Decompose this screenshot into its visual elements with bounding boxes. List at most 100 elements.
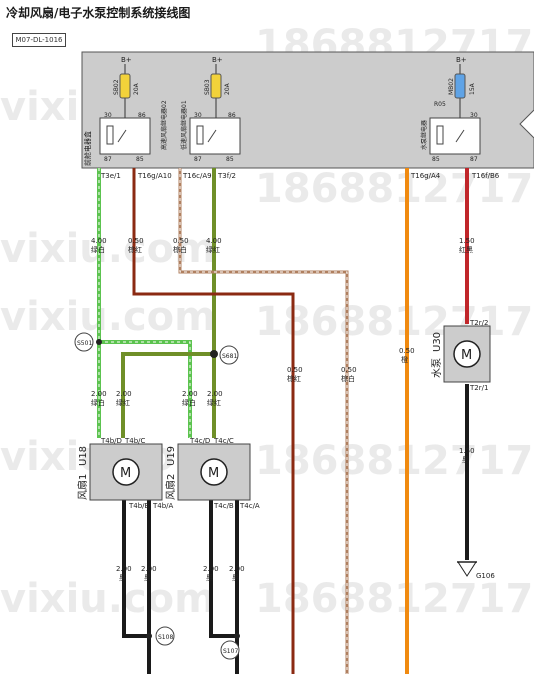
splice-s681: S681 <box>210 345 239 365</box>
wire-gauge: 2.00 <box>91 390 107 398</box>
relay-pin: 87 <box>470 156 478 163</box>
wire-gauge: 2.00 <box>229 565 245 573</box>
ground-symbol: G106 <box>457 561 495 580</box>
connector-label: T3e/1 <box>100 172 121 180</box>
watermark-phone: 18688127177 <box>255 576 534 622</box>
motor-pin: T4c/B <box>213 502 234 510</box>
fuse-rating: 15A <box>469 82 476 95</box>
wire-color: 绿红 <box>116 398 130 407</box>
motor-pin: T4b/A <box>152 502 174 510</box>
wire-color: 棕白 <box>173 245 187 254</box>
fuse-feed-label: B+ <box>121 56 132 64</box>
wire-color: 棕白 <box>341 374 355 383</box>
wire-gauge: 4.00 <box>91 237 107 245</box>
relay-pin: 87 <box>194 156 202 163</box>
splice-label: S501 <box>77 340 92 347</box>
relay-pin: 85 <box>432 156 440 163</box>
connector-label: T16c/A9 <box>182 172 212 180</box>
wire-color: 黑 <box>144 574 151 582</box>
wire-gauge: 0.50 <box>287 366 303 374</box>
motor-id: U30 <box>432 332 443 352</box>
splice-label: S108 <box>158 634 173 641</box>
relay-pin: 30 <box>104 112 112 119</box>
wire-green-red <box>121 168 216 438</box>
fuse-sb03: B+ SB03 20A <box>204 56 231 118</box>
fuse-mb02: B+ MB02 15A <box>448 56 476 118</box>
wire-gauge: 2.00 <box>182 390 198 398</box>
relay-name: 低速风扇继电器01 <box>180 100 188 150</box>
relay-pin: 85 <box>226 156 234 163</box>
document-code: M07-DL-1016 <box>12 33 66 47</box>
wire-gauge: 0.50 <box>173 237 189 245</box>
relay-name: 水泵继电器 <box>420 120 428 150</box>
splice-s107: S107 <box>220 633 240 660</box>
fuse-rating: 20A <box>133 82 140 95</box>
splice-s108: S108 <box>146 626 175 646</box>
connector-label: T16f/B6 <box>471 172 500 180</box>
relay-pin: 30 <box>470 112 478 119</box>
wire-gauge: 2.00 <box>141 565 157 573</box>
splice-s501: S501 <box>74 332 102 352</box>
wire-color: 绿白 <box>182 398 196 407</box>
watermark-phone: 18688127177 <box>255 299 534 345</box>
wire-gauge: 0.50 <box>399 347 415 355</box>
relay-high-speed-fan: 30 86 87 85 高速风扇继电器02 <box>99 100 168 163</box>
relay-low-speed-fan: 30 86 87 85 低速风扇继电器01 <box>180 100 241 163</box>
motor-symbol: M <box>461 348 472 363</box>
wire-gauge: 2.00 <box>203 565 219 573</box>
motor-name: 风扇2 <box>164 474 177 500</box>
wire-gauge: 2.00 <box>116 565 132 573</box>
relay-pin: 86 <box>138 112 146 119</box>
fuse-id: MB02 <box>448 78 455 95</box>
relay-id: R05 <box>434 101 446 108</box>
fuse-feed-label: B+ <box>212 56 223 64</box>
relay-pin: 87 <box>104 156 112 163</box>
wire-color: 黑 <box>206 574 213 582</box>
motor-id: U18 <box>78 446 89 466</box>
connector-label: T16g/A4 <box>410 172 441 180</box>
wire-gauge: 0.50 <box>341 366 357 374</box>
wire-color: 绿白 <box>91 245 105 254</box>
motor-name: 水泵 <box>431 358 443 378</box>
water-pump-motor: T2r/2 T2r/1 M U30 水泵 <box>431 319 491 392</box>
connector-labels: T3e/1 T16g/A10 T16c/A9 T3f/2 T16g/A4 T16… <box>100 172 500 180</box>
wire-color: 绿红 <box>207 398 221 407</box>
wire-color: 绿白 <box>91 398 105 407</box>
wire-brown-white <box>178 168 349 674</box>
wire-gauge: 4.00 <box>206 237 222 245</box>
wire-color: 橙 <box>401 355 408 364</box>
motor-symbol: M <box>120 466 131 481</box>
motor-pin: T2r/1 <box>469 384 488 392</box>
motor-pin: T4b/D <box>100 437 122 445</box>
wire-gauge: 1.50 <box>459 447 475 455</box>
fan2-motor: T4c/D T4c/C T4c/B T4c/A M U19 风扇2 <box>164 437 260 510</box>
wire-color: 棕红 <box>128 245 142 254</box>
watermark-phone: 18688127177 <box>255 166 534 212</box>
wire-gauge: 2.00 <box>116 390 132 398</box>
wire-gauge: 2.00 <box>207 390 223 398</box>
wire-gauge: 0.50 <box>128 237 144 245</box>
fan1-motor: T4b/D T4b/C T4b/B T4b/A M U18 风扇1 <box>76 437 174 510</box>
relay-pin: 86 <box>228 112 236 119</box>
motor-pin: T4c/C <box>213 437 234 445</box>
wire-color: 棕红 <box>287 374 301 383</box>
fuse-sb02: B+ SB02 20A <box>113 56 140 118</box>
wire-color: 红黑 <box>459 245 473 254</box>
splice-label: S107 <box>223 648 238 655</box>
relay-pin: 85 <box>136 156 144 163</box>
diagram-title: 冷却风扇/电子水泵控制系统接线图 <box>6 6 191 20</box>
motor-pin: T4c/D <box>189 437 210 445</box>
fuse-feed-label: B+ <box>456 56 467 64</box>
watermark-site: vixiu.com <box>0 294 216 340</box>
connector-label: T3f/2 <box>217 172 236 180</box>
splice-label: S681 <box>222 353 237 360</box>
relay-water-pump: R05 30 87 85 水泵继电器 <box>420 101 481 163</box>
ground-label: G106 <box>476 572 495 580</box>
fuse-rating: 20A <box>224 82 231 95</box>
fuse-id: SB02 <box>113 79 120 95</box>
wire-color: 黑 <box>232 574 239 582</box>
motor-pin: T4b/C <box>124 437 146 445</box>
motor-pin: T4b/B <box>128 502 150 510</box>
wire-labels: 4.00 绿白 0.50 棕红 0.50 棕白 4.00 绿红 0.50 橙 1… <box>91 237 475 582</box>
